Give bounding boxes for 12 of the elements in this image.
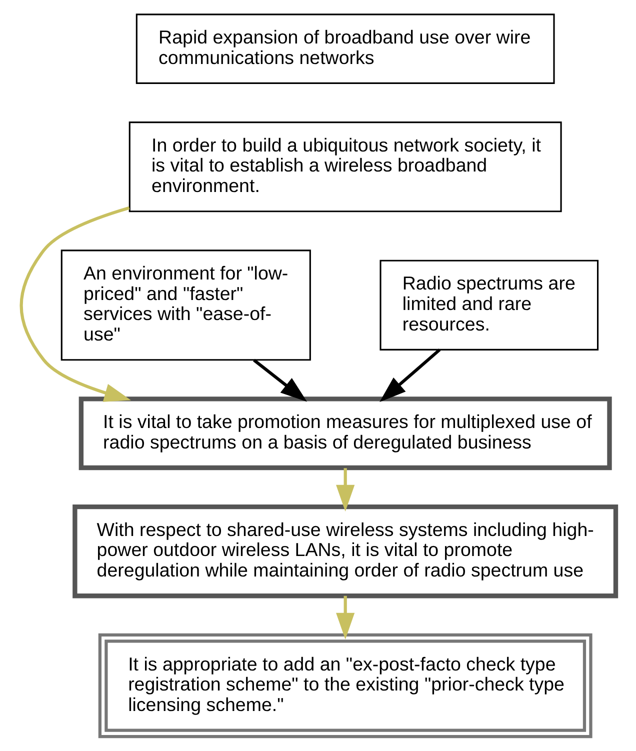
node-box: It is vital to take promotion measures for multiplexed use of radio spectrums on a basis of deregulated business bbox=[78, 396, 612, 470]
node-box: An environment for "low-priced" and "faster" services with "ease-of-use" bbox=[60, 250, 310, 361]
arrow bbox=[19, 206, 130, 402]
arrow bbox=[379, 348, 440, 402]
node-box: With respect to shared-use wireless systems including high-power outdoor wireless LANs, it is vital to promote deregulation while maintaining order of radio spectrum use bbox=[72, 504, 618, 598]
node-box: Rapid expansion of broadband use over wire communications networks bbox=[135, 14, 554, 84]
node-box: It is appropriate to add an "ex-post-facto check type registration scheme" to the existing "prior-check type licensing scheme." bbox=[98, 633, 592, 738]
arrow bbox=[336, 596, 354, 640]
node-box: Radio spectrums are limited and rare resources. bbox=[379, 260, 598, 350]
node-box: In order to build a ubiquitous network society, it is vital to establish a wireless broadband environment. bbox=[128, 122, 562, 212]
arrow bbox=[252, 358, 307, 402]
arrow bbox=[336, 468, 354, 512]
